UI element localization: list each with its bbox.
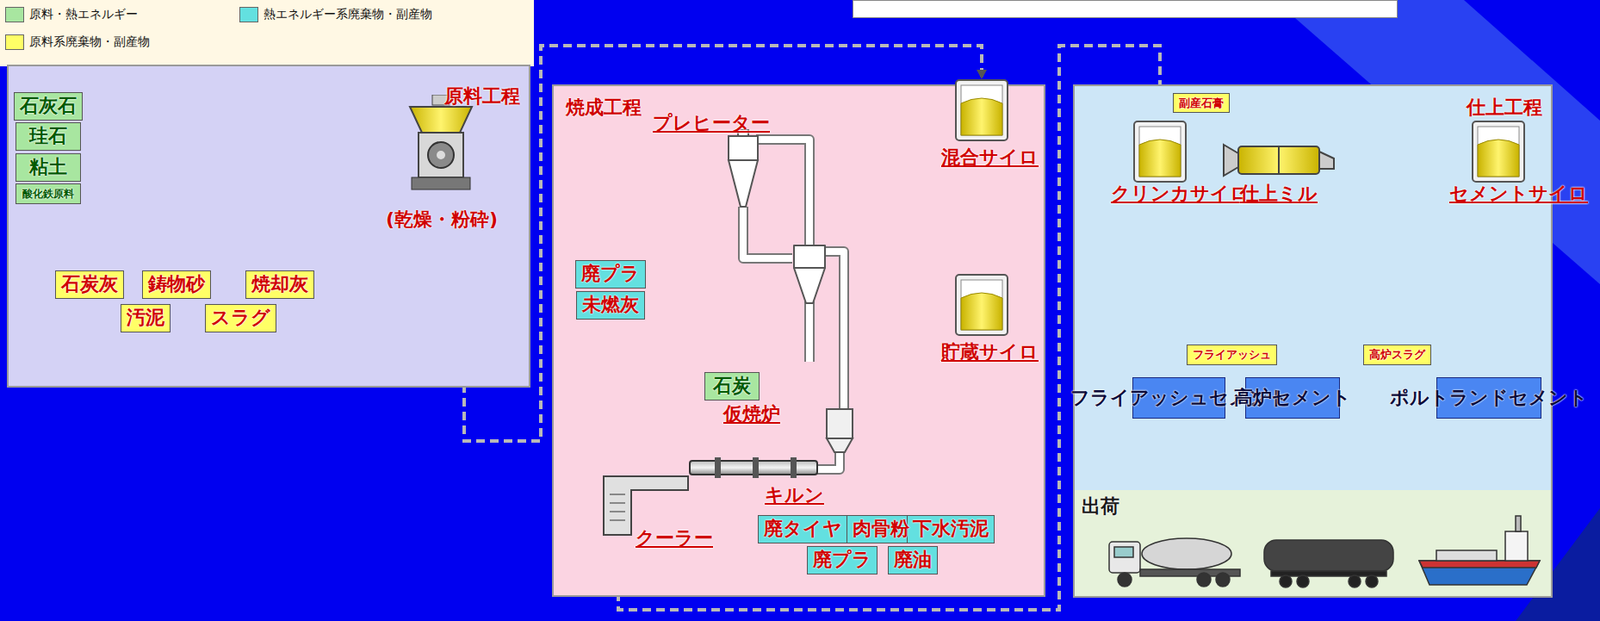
- panel-title: 出荷: [1081, 493, 1120, 520]
- part-label: (乾燥・粉砕): [385, 208, 497, 231]
- fuel-box: 未燃灰: [576, 291, 645, 320]
- box-label: 焼却灰: [251, 272, 309, 296]
- box-label: 副産石膏: [1178, 96, 1224, 111]
- fuel-box: 肉骨粉: [846, 514, 916, 544]
- box-label: 石灰石: [19, 94, 77, 118]
- fuel-box: 廃プラ: [806, 545, 878, 575]
- box-label: 未燃灰: [582, 293, 639, 317]
- fuel-box: 下水汚泥: [906, 514, 995, 544]
- panel-title: 仕上工程: [1466, 94, 1543, 121]
- box-label: 汚泥: [126, 306, 165, 329]
- preheater: プレヒーター: [650, 110, 772, 207]
- product-box: 高炉セメント: [1245, 377, 1340, 419]
- additive-box: 副産石膏: [1172, 93, 1230, 113]
- box-label: スラグ: [210, 306, 271, 329]
- part-label: キルン: [764, 483, 825, 507]
- box-label: 石炭: [713, 374, 751, 397]
- box-label: 下水汚泥: [912, 517, 989, 540]
- box-label: 廃プラ: [812, 548, 872, 571]
- box-label: 酸化鉄原料: [22, 187, 75, 200]
- legend-entry: 原料系廃棄物・副産物: [5, 34, 150, 50]
- box-label: ポルトランドセメント: [1389, 385, 1588, 410]
- box-label: 鋳物砂: [148, 272, 205, 296]
- part-label: セメントサイロ: [1449, 182, 1548, 205]
- part-label: 混合サイロ: [941, 146, 1023, 169]
- product-box: ポルトランドセメント: [1436, 377, 1542, 419]
- fuel-box: 廃プラ: [575, 260, 646, 289]
- part-label: 貯蔵サイロ: [941, 341, 1023, 364]
- part-label: 仮焼炉: [723, 403, 781, 426]
- silo: クリンカサイロ: [1110, 120, 1210, 207]
- shipping-band: 出荷: [1074, 489, 1551, 596]
- silo: 混合サイロ: [941, 79, 1023, 171]
- arrowhead: [976, 69, 987, 80]
- waste-box: 鋳物砂: [142, 270, 211, 299]
- silo: 貯蔵サイロ: [941, 273, 1023, 366]
- legend: 原料・熱エネルギー 熱エネルギー系廃棄物・副産物原料系廃棄物・副産物: [0, 0, 534, 67]
- waste-box: 汚泥: [120, 303, 171, 333]
- kiln-icon: [688, 456, 819, 479]
- waste-box: 石炭灰: [55, 270, 125, 299]
- raw-mill: (乾燥・粉砕): [385, 94, 497, 233]
- fuel-box: 廃タイヤ: [757, 514, 849, 544]
- box-label: フライアッシュ: [1192, 347, 1272, 362]
- panel-title: 焼成工程: [565, 94, 642, 121]
- material-box: 粘土: [15, 153, 81, 182]
- cooler: クーラー: [602, 475, 715, 552]
- legend-text: 熱エネルギー系廃棄物・副産物: [263, 6, 433, 23]
- silo: セメントサイロ: [1449, 120, 1548, 207]
- fuel-box: 廃油: [887, 545, 938, 575]
- cyclone-icon: [725, 129, 761, 209]
- calciner-icon: [822, 408, 857, 453]
- header-box: [852, 0, 1398, 19]
- process-panel: 仕上工程 副産石膏クリンカサイロ仕上ミル セメントサイロフライアッシュ 高炉スラグフラ…: [1074, 86, 1551, 596]
- transport-icons: [1074, 489, 1551, 596]
- silo-icon: [1133, 120, 1187, 183]
- part-label: クリンカサイロ: [1110, 182, 1210, 205]
- waste-box: スラグ: [204, 303, 277, 333]
- legend-swatch: [5, 34, 25, 50]
- part-label: プレヒーター: [652, 111, 770, 135]
- panel-title: 原料工程: [444, 83, 521, 110]
- box-label: 高炉スラグ: [1369, 347, 1426, 362]
- additive-box: フライアッシュ: [1186, 344, 1278, 366]
- legend-entry: 原料・熱エネルギー: [5, 6, 138, 23]
- finish-mill-icon: [1222, 141, 1335, 180]
- box-label: 珪石: [29, 124, 68, 148]
- calciner: 仮焼炉: [719, 397, 862, 455]
- cooler-icon: [602, 475, 689, 536]
- box-label: 廃油: [893, 548, 932, 571]
- waste-box: 焼却灰: [245, 270, 315, 299]
- fuel-box: 石炭: [704, 372, 760, 401]
- raw-mill-icon: [406, 94, 476, 192]
- legend-text: 原料系廃棄物・副産物: [29, 34, 150, 50]
- legend-swatch: [239, 6, 259, 23]
- process-panel: 原料工程 石灰石珪石粘土酸化鉄原料石炭灰 鋳物砂 焼却灰汚泥 スラグ (乾燥・粉砕): [8, 66, 529, 386]
- material-box: 珪石: [15, 122, 81, 151]
- kiln: キルン: [688, 456, 826, 507]
- legend-text: 原料・熱エネルギー: [29, 6, 138, 23]
- material-box: 石灰石: [13, 92, 83, 121]
- finish-mill: 仕上ミル: [1221, 137, 1337, 207]
- silo-icon: [955, 273, 1009, 336]
- box-label: 石炭灰: [61, 272, 118, 296]
- box-label: 廃タイヤ: [763, 517, 843, 540]
- legend-swatch: [5, 6, 25, 23]
- box-label: 肉骨粉: [852, 517, 910, 540]
- box-label: 廃プラ: [581, 262, 640, 286]
- silo-icon: [955, 79, 1009, 142]
- box-label: 粘土: [29, 155, 68, 179]
- silo-icon: [1471, 120, 1526, 183]
- material-box: 酸化鉄原料: [15, 183, 81, 205]
- box-label: 高炉セメント: [1234, 385, 1352, 410]
- part-label: クーラー: [635, 527, 714, 550]
- process-panel: 焼成工程プレヒーター混合サイロ貯蔵サイロ仮焼炉キルンクーラー廃プラ未燃灰石炭廃タ…: [553, 86, 1044, 596]
- part-label: 仕上ミル: [1221, 182, 1337, 205]
- additive-box: 高炉スラグ: [1363, 344, 1432, 366]
- product-box: フライアッシュセメント: [1132, 377, 1226, 419]
- legend-entry: 熱エネルギー系廃棄物・副産物: [239, 6, 433, 23]
